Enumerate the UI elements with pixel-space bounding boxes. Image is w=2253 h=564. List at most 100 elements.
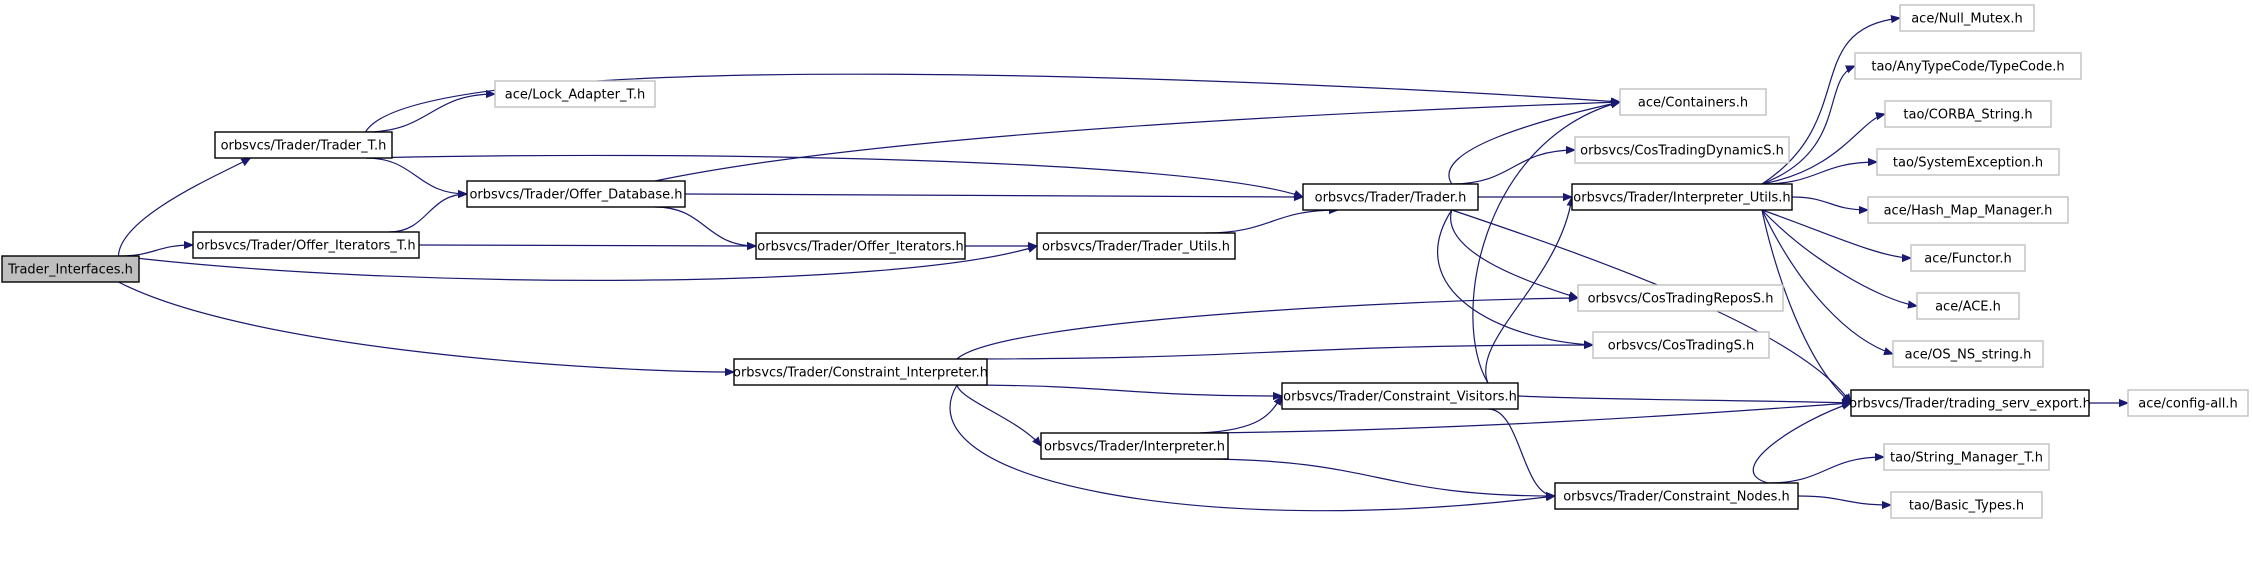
node-cos-trading-repos: orbsvcs/CosTradingReposS.h <box>1577 284 1784 312</box>
node-trading-serv-export[interactable]: orbsvcs/Trader/trading_serv_export.h <box>1849 389 2091 417</box>
node-label: orbsvcs/Trader/Interpreter.h <box>1044 440 1225 455</box>
node-label: ace/Containers.h <box>1638 96 1748 111</box>
edge-constraint-visitors-to-interpreter-utils <box>1485 197 1572 384</box>
node-cos-trading-dynamic: orbsvcs/CosTradingDynamicS.h <box>1574 136 1790 164</box>
edge-constraint-interpreter-to-constraint-nodes <box>949 384 1555 512</box>
node-cos-trading: orbsvcs/CosTradingS.h <box>1592 331 1770 359</box>
node-label: orbsvcs/Trader/Trader.h <box>1315 191 1467 206</box>
node-trader-interfaces[interactable]: Trader_Interfaces.h <box>1 255 140 283</box>
node-box <box>733 358 988 386</box>
node-interpreter[interactable]: orbsvcs/Trader/Interpreter.h <box>1040 432 1229 460</box>
edge-trader-t-to-lock-adapter-t <box>365 94 495 133</box>
edge-offer-iterators-t-to-offer-database <box>388 194 467 233</box>
edge-interpreter-utils-to-typecode <box>1761 65 1855 185</box>
node-containers: ace/Containers.h <box>1619 88 1767 116</box>
edge-trader-t-to-offer-database <box>365 157 467 194</box>
node-hash-map-manager: ace/Hash_Map_Manager.h <box>1867 196 2069 224</box>
node-box <box>1302 183 1479 211</box>
node-label: orbsvcs/CosTradingReposS.h <box>1588 292 1774 307</box>
node-label: ace/Lock_Adapter_T.h <box>505 88 645 103</box>
node-box <box>1910 244 2026 272</box>
node-constraint-visitors[interactable]: orbsvcs/Trader/Constraint_Visitors.h <box>1281 382 1519 410</box>
edge-interpreter-utils-to-null-mutex <box>1761 18 1900 185</box>
nodes-layer: Trader_Interfaces.h orbsvcs/Trader/Trader… <box>1 4 2249 519</box>
node-trader-h[interactable]: orbsvcs/Trader/Trader.h <box>1302 183 1479 211</box>
edge-constraint-interpreter-to-cos-trading-repos <box>956 298 1578 360</box>
node-label: orbsvcs/Trader/Offer_Iterators.h <box>757 240 963 255</box>
node-box <box>1040 432 1229 460</box>
node-label: orbsvcs/Trader/Constraint_Nodes.h <box>1563 490 1790 505</box>
node-interpreter-utils[interactable]: orbsvcs/Trader/Interpreter_Utils.h <box>1571 183 1793 211</box>
node-trader-t[interactable]: orbsvcs/Trader/Trader_T.h <box>214 131 393 159</box>
node-box <box>1574 136 1790 164</box>
node-label: orbsvcs/Trader/Trader_T.h <box>221 139 387 154</box>
edge-interpreter-utils-to-hash-map-manager <box>1791 196 1868 210</box>
node-label: orbsvcs/CosTradingS.h <box>1608 339 1754 354</box>
edge-constraint-visitors-to-containers <box>1472 102 1620 384</box>
edge-trader-interfaces-to-offer-iterators-t <box>118 245 193 257</box>
node-label: tao/String_Manager_T.h <box>1890 451 2043 466</box>
node-label: tao/AnyTypeCode/TypeCode.h <box>1871 60 2064 75</box>
node-string-manager-t: tao/String_Manager_T.h <box>1883 443 2050 471</box>
node-ace-h: ace/ACE.h <box>1916 292 2020 320</box>
node-box <box>1892 340 2044 368</box>
node-offer-iterators-t[interactable]: orbsvcs/Trader/Offer_Iterators_T.h <box>192 231 420 259</box>
edge-constraint-nodes-to-string-manager-t <box>1767 457 1884 484</box>
node-box <box>1876 148 2060 176</box>
node-lock-adapter-t: ace/Lock_Adapter_T.h <box>494 80 656 108</box>
edge-interpreter-utils-to-trading-serv-export <box>1761 209 1851 403</box>
node-system-exception: tao/SystemException.h <box>1876 148 2060 176</box>
edge-trader-t-to-trader-h <box>365 154 1303 197</box>
node-box <box>1854 52 2082 80</box>
node-box <box>1281 382 1519 410</box>
node-label: ace/Hash_Map_Manager.h <box>1884 204 2053 219</box>
edge-constraint-visitors-to-trading-serv-export <box>1517 395 1851 403</box>
edge-trader-utils-to-trader-h <box>1205 210 1338 234</box>
node-box <box>1619 88 1767 116</box>
node-label: orbsvcs/Trader/Offer_Iterators_T.h <box>196 239 415 254</box>
node-label: Trader_Interfaces.h <box>7 263 133 278</box>
node-label: orbsvcs/Trader/trading_serv_export.h <box>1849 397 2091 412</box>
edge-interpreter-to-trading-serv-export <box>1199 403 1851 434</box>
node-box <box>1036 232 1236 260</box>
edge-trader-t-to-containers <box>364 73 1620 133</box>
edge-trader-h-to-cos-trading-repos <box>1450 209 1578 298</box>
edge-interpreter-utils-to-ace-h <box>1761 209 1917 306</box>
edge-offer-database-to-containers <box>654 102 1620 182</box>
node-box <box>2127 389 2249 417</box>
edge-interpreter-utils-to-functor <box>1761 209 1911 258</box>
edge-interpreter-utils-to-os-ns-string <box>1761 209 1893 354</box>
node-label: orbsvcs/Trader/Trader_Utils.h <box>1042 240 1230 255</box>
node-constraint-nodes[interactable]: orbsvcs/Trader/Constraint_Nodes.h <box>1554 482 1799 510</box>
node-label: ace/Null_Mutex.h <box>1911 12 2023 27</box>
node-label: ace/ACE.h <box>1935 300 2001 315</box>
node-box <box>1883 443 2050 471</box>
node-box <box>494 80 656 108</box>
node-os-ns-string: ace/OS_NS_string.h <box>1892 340 2044 368</box>
node-functor: ace/Functor.h <box>1910 244 2026 272</box>
node-box <box>192 231 420 259</box>
node-offer-iterators[interactable]: orbsvcs/Trader/Offer_Iterators.h <box>755 232 966 260</box>
node-config-all: ace/config-all.h <box>2127 389 2249 417</box>
node-box <box>1577 284 1784 312</box>
node-box <box>1554 482 1799 510</box>
node-trader-utils[interactable]: orbsvcs/Trader/Trader_Utils.h <box>1036 232 1236 260</box>
node-typecode: tao/AnyTypeCode/TypeCode.h <box>1854 52 2082 80</box>
edge-constraint-interpreter-to-interpreter <box>956 384 1041 446</box>
edge-trader-interfaces-to-trader-t <box>117 158 250 257</box>
edge-offer-database-to-trader-h <box>684 194 1303 197</box>
node-box <box>1867 196 2069 224</box>
node-label: orbsvcs/Trader/Offer_Database.h <box>469 188 682 203</box>
node-corba-string: tao/CORBA_String.h <box>1884 100 2052 128</box>
node-offer-database[interactable]: orbsvcs/Trader/Offer_Database.h <box>466 180 686 208</box>
edge-constraint-interpreter-to-constraint-visitors <box>956 384 1282 396</box>
node-box <box>1592 331 1770 359</box>
node-label: ace/config-all.h <box>2138 397 2238 412</box>
node-label: orbsvcs/Trader/Constraint_Interpreter.h <box>733 366 988 381</box>
node-box <box>1890 491 2043 519</box>
node-box <box>466 180 686 208</box>
edge-constraint-nodes-to-trading-serv-export <box>1752 403 1851 484</box>
node-label: orbsvcs/CosTradingDynamicS.h <box>1580 144 1784 159</box>
node-constraint-interpreter[interactable]: orbsvcs/Trader/Constraint_Interpreter.h <box>733 358 988 386</box>
